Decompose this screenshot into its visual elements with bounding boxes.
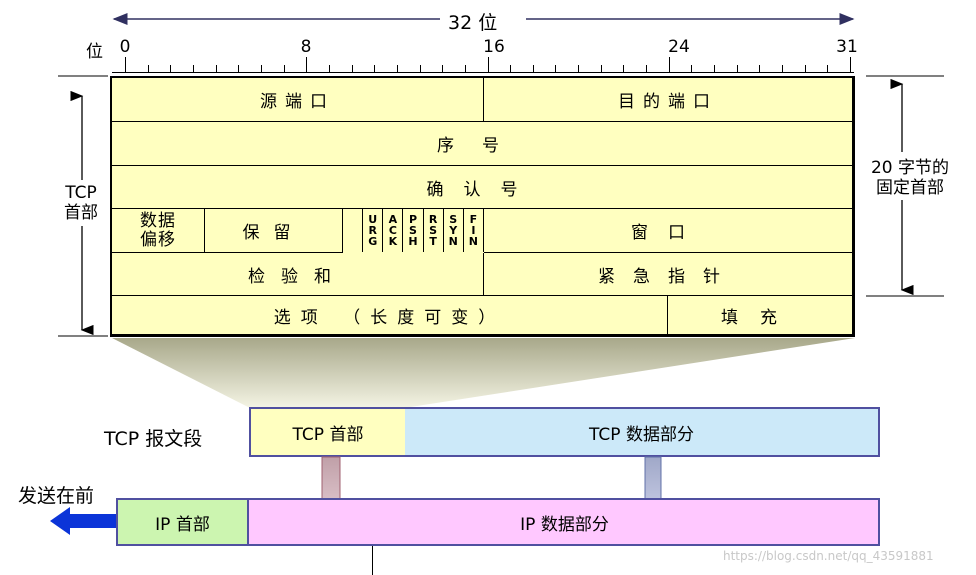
ruler-tick — [125, 57, 126, 73]
ruler-tick — [691, 65, 693, 73]
field-ack-number: 确认号 — [112, 166, 852, 209]
ruler-tick — [351, 65, 353, 73]
fixed-header-label-line2: 固定首部 — [876, 178, 944, 198]
ruler-tick — [555, 65, 557, 73]
ruler-tick — [306, 57, 308, 73]
ruler-tick — [827, 65, 829, 73]
field-checksum: 检验和 — [112, 253, 484, 296]
fixed-header-label-line1: 20 字节的 — [870, 158, 950, 178]
data-offset-line1: 数据 — [140, 210, 176, 231]
tcp-header-label-line1: TCP — [65, 183, 97, 203]
flag-spacer — [343, 209, 364, 252]
ruler-tick — [850, 57, 851, 73]
send-first-label: 发送在前 — [18, 485, 95, 507]
ruler-baseline — [112, 72, 854, 73]
field-sequence-number: 序号 — [112, 122, 852, 166]
ruler-tick — [804, 65, 806, 73]
divider-line — [372, 546, 373, 575]
field-options: 选项 （长度可变） — [112, 296, 668, 334]
field-source-port: 源端口 — [112, 78, 484, 122]
ruler-label-8: 8 — [300, 37, 312, 57]
field-padding: 填充 — [668, 296, 852, 334]
ruler-tick — [170, 65, 172, 73]
fixed-header-label: 20 字节的 固定首部 — [858, 158, 962, 198]
ruler-tick — [260, 65, 262, 73]
ruler-tick — [600, 65, 602, 73]
data-offset-line2: 偏移 — [140, 229, 176, 250]
ruler-tick — [532, 65, 534, 73]
dimension-lines — [58, 75, 944, 337]
ruler-tick — [147, 65, 149, 73]
field-data-offset: 数据 偏移 — [112, 209, 205, 253]
ruler-tick — [374, 65, 376, 73]
ruler-label-31: 31 — [836, 37, 858, 57]
ruler-tick — [668, 57, 670, 73]
tcp-header-box: TCP 首部 — [251, 409, 405, 455]
ip-data-box: IP 数据部分 — [520, 514, 609, 535]
send-direction-arrow-icon — [50, 507, 116, 535]
ruler-tick — [714, 65, 716, 73]
ruler-tick — [419, 65, 421, 73]
ruler-tick — [192, 65, 194, 73]
watermark: https://blog.csdn.net/qq_43591881 — [723, 549, 934, 563]
ruler-tick — [464, 65, 466, 73]
field-reserved: 保留 — [205, 209, 343, 253]
ruler-label-24: 24 — [668, 37, 690, 57]
ip-header-box: IP 首部 — [118, 500, 249, 544]
tcp-data-box: TCP 数据部分 — [589, 424, 694, 445]
ruler-tick — [646, 65, 648, 73]
ruler-unit-label: 位 — [86, 42, 103, 62]
ruler-label-0: 0 — [119, 37, 131, 57]
ruler-tick — [510, 65, 512, 73]
ruler-tick — [623, 65, 625, 73]
field-destination-port: 目的端口 — [484, 78, 852, 122]
ruler-tick — [328, 65, 330, 73]
ruler-title: 32 位 — [448, 12, 498, 34]
width-arrow — [112, 13, 855, 25]
ruler-label-16: 16 — [483, 37, 505, 57]
field-window: 窗口 — [484, 209, 852, 253]
ruler-tick — [215, 65, 217, 73]
tcp-segment-label: TCP 报文段 — [104, 428, 203, 450]
ruler-tick — [283, 65, 285, 73]
ruler-tick — [759, 65, 761, 73]
ruler-tick — [442, 65, 444, 73]
ruler-tick — [238, 65, 240, 73]
ruler-tick — [396, 65, 398, 73]
ruler-tick — [487, 57, 489, 73]
ruler-tick — [782, 65, 784, 73]
field-urgent-pointer: 紧急指针 — [484, 253, 852, 296]
ruler-tick — [736, 65, 738, 73]
tcp-header-label-line2: 首部 — [64, 203, 98, 223]
ruler-tick — [578, 65, 580, 73]
tcp-header-label: TCP 首部 — [58, 183, 104, 223]
